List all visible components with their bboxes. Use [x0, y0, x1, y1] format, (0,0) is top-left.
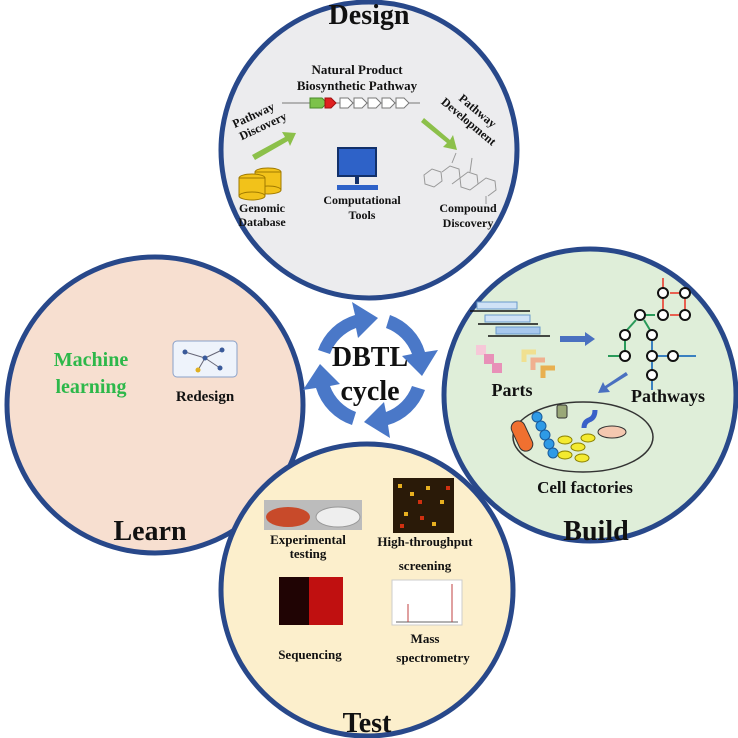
pathways-label: Pathways: [631, 386, 705, 406]
network-icon: [172, 340, 238, 378]
computer-icon: [337, 147, 378, 190]
test-circle: [218, 441, 516, 738]
database-icon: [238, 167, 282, 201]
gene-cluster-icon: [282, 97, 420, 109]
mass-spec-label-1: Mass: [411, 631, 440, 646]
experimental-testing-image: [264, 500, 362, 530]
mass-spec-label-2: spectrometry: [396, 650, 470, 665]
pathway-network-icon: [608, 278, 696, 390]
center-label-1: DBTL: [332, 342, 408, 373]
redesign-label: Redesign: [176, 389, 235, 405]
sequencing-image: [279, 577, 343, 625]
genomic-label-1: Genomic: [239, 201, 286, 215]
mass-spectrum-image: [391, 579, 463, 626]
molecule-icon: [423, 152, 497, 204]
parts-icon: [470, 301, 555, 378]
design-title: Design: [329, 0, 410, 31]
tools-label-1: Computational: [323, 193, 401, 207]
pathways-to-cells-arrow-icon: [598, 372, 628, 393]
hts-label-1: High-throughput: [377, 534, 473, 549]
parts-to-pathways-arrow-icon: [560, 332, 595, 346]
build-title: Build: [563, 516, 629, 547]
tools-label-2: Tools: [349, 208, 376, 222]
learn-circle: [4, 254, 306, 556]
learn-title: Learn: [113, 516, 187, 547]
microarray-image: [393, 478, 454, 533]
machine-learning-label-2: learning: [55, 376, 126, 398]
test-title: Test: [343, 708, 392, 738]
cycle-arrows-icon: [303, 302, 438, 438]
genomic-label-2: Database: [238, 215, 286, 229]
hts-label-2: screening: [399, 558, 452, 573]
experimental-label-1: Experimental: [270, 532, 346, 547]
cell-factories-label: Cell factories: [537, 478, 633, 497]
development-arrow-icon: [421, 118, 457, 150]
pathway-title-2: Biosynthetic Pathway: [297, 78, 418, 93]
center-label-2: cycle: [340, 376, 399, 407]
machine-learning-label-1: Machine: [54, 349, 129, 371]
discovery-arrow-icon: [252, 132, 296, 160]
experimental-label-2: testing: [290, 546, 327, 561]
cell-factories-icon: [510, 401, 654, 473]
compound-label-2: Discovery: [443, 216, 494, 230]
sequencing-label: Sequencing: [278, 647, 342, 662]
parts-label: Parts: [492, 380, 533, 400]
compound-label-1: Compound: [439, 201, 497, 215]
pathway-title-1: Natural Product: [311, 62, 403, 77]
